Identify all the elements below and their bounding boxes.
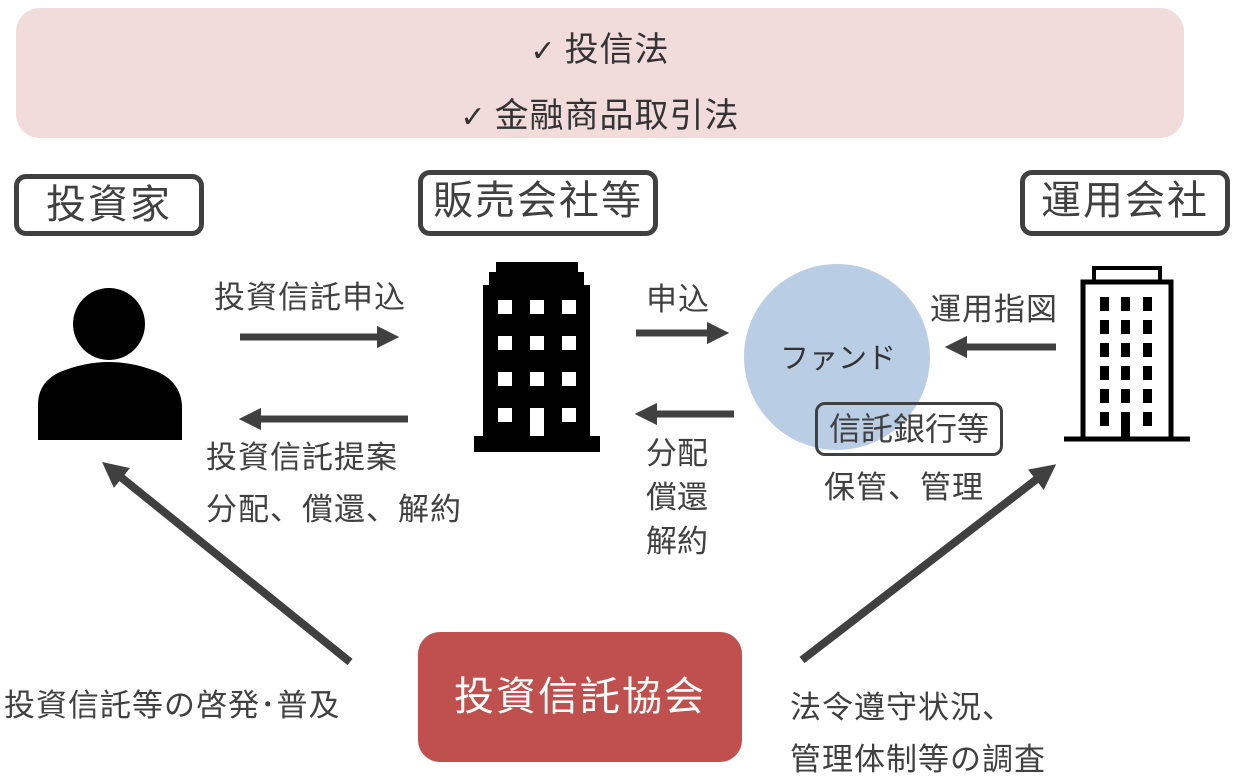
law-label: 投信法 xyxy=(564,30,670,70)
arrow-association-to-investor xyxy=(102,461,353,666)
manager-building-icon xyxy=(1064,266,1190,442)
trustee-label: 信託銀行等 xyxy=(815,402,1003,456)
flow-label-instruction: 運用指図 xyxy=(930,292,1058,328)
association-role-right-2: 管理体制等の調査 xyxy=(790,742,1046,778)
arrow-association-to-manager xyxy=(799,464,1057,664)
fund-label: ファンド xyxy=(780,341,897,375)
association-role-right-1: 法令遵守状況、 xyxy=(790,690,1014,726)
law-item: ✓投信法 xyxy=(16,22,1184,71)
person-icon xyxy=(38,288,182,440)
association-box: 投資信託協会 xyxy=(418,632,742,762)
flow-label-fund-application: 申込 xyxy=(646,282,710,318)
distributor-building-icon xyxy=(474,262,600,452)
check-icon: ✓ xyxy=(460,100,487,135)
association-role-left: 投資信託等の啓発･普及 xyxy=(4,688,341,724)
law-item: ✓金融商品取引法 xyxy=(16,88,1184,137)
flow-label-fund-returns: 分配 償還 解約 xyxy=(646,432,708,564)
distributor-label: 販売会社等 xyxy=(418,170,658,236)
trustee-role: 保管、管理 xyxy=(824,470,984,506)
flow-return-item: 解約 xyxy=(646,524,708,560)
investor-label: 投資家 xyxy=(14,174,204,236)
manager-label: 運用会社 xyxy=(1020,170,1230,236)
check-icon: ✓ xyxy=(530,34,557,69)
flow-return-item: 償還 xyxy=(646,480,708,516)
fund-circle xyxy=(744,264,930,450)
law-banner: ✓投信法 ✓金融商品取引法 xyxy=(16,8,1184,138)
law-label: 金融商品取引法 xyxy=(494,96,740,136)
flow-label-proposal: 投資信託提案 xyxy=(206,440,398,476)
flow-label-application: 投資信託申込 xyxy=(214,280,406,316)
flow-label-distribution: 分配、償還、解約 xyxy=(206,492,462,528)
flow-return-item: 分配 xyxy=(646,436,708,472)
